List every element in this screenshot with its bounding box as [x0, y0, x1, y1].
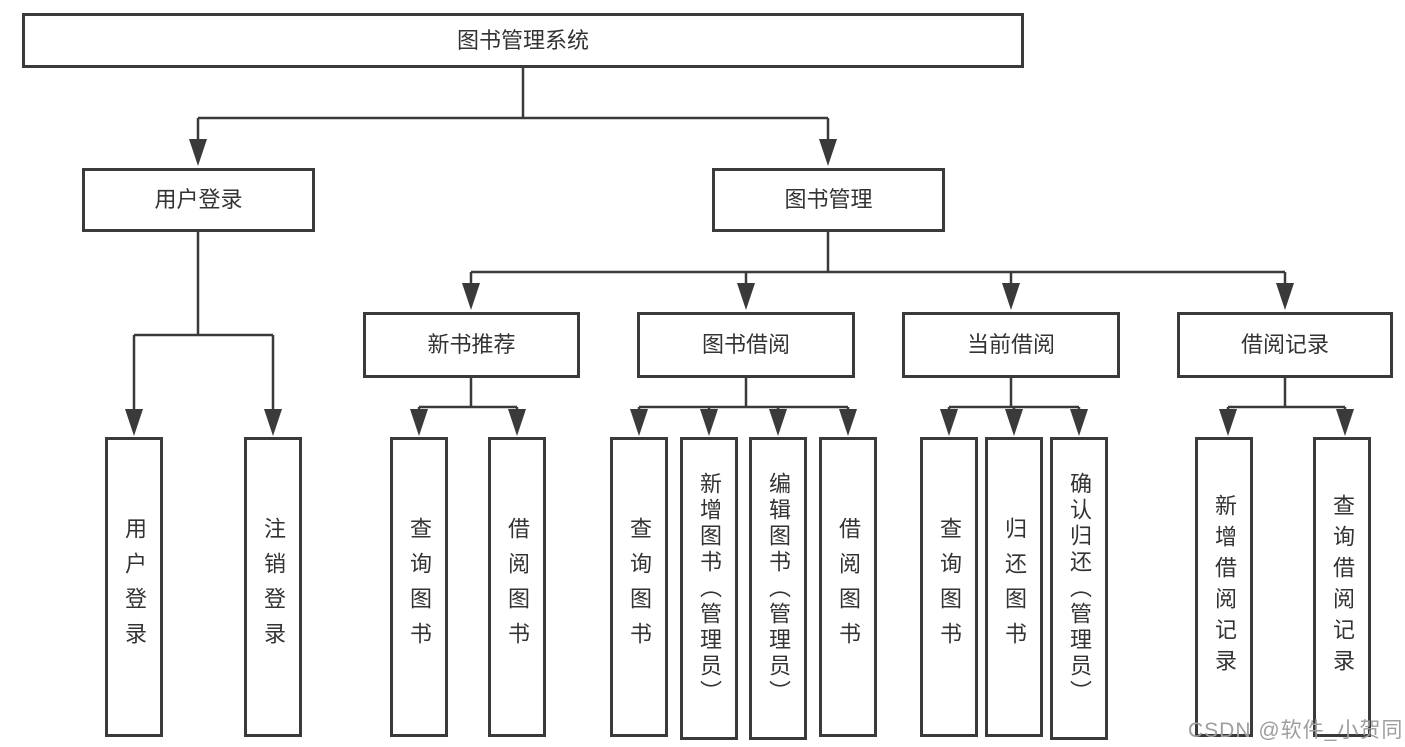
arrowhead-icon: [1002, 283, 1020, 310]
arrowhead-icon: [462, 283, 480, 310]
node-label: 查询借阅记录: [1330, 494, 1355, 680]
arrowhead-icon: [1219, 409, 1237, 436]
node-label: 查询图书: [937, 517, 962, 657]
connector-line: [469, 232, 1287, 288]
connector-line: [417, 378, 519, 414]
arrowhead-icon: [1005, 409, 1023, 436]
node-label: 新增图书（管理员）: [697, 471, 722, 706]
node-label: 查询图书: [627, 517, 652, 657]
arrowhead-icon: [940, 409, 958, 436]
connector-line: [947, 378, 1081, 414]
connector-line: [637, 378, 850, 414]
leaf-records-query-record: 查询借阅记录: [1313, 437, 1371, 737]
node-label: 借阅图书: [505, 517, 530, 657]
arrowhead-icon: [508, 409, 526, 436]
node-borrowing-records: 借阅记录: [1177, 312, 1393, 378]
node-label: 用户登录: [154, 187, 243, 212]
leaf-current-return-books: 归还图书: [985, 437, 1043, 737]
node-label: 新增借阅记录: [1212, 494, 1237, 680]
leaf-borrowing-add-books-admin: 新增图书（管理员）: [680, 437, 738, 740]
leaf-newbook-query-books: 查询图书: [390, 437, 448, 737]
leaf-borrowing-borrow-books: 借阅图书: [819, 437, 877, 737]
node-label: 确认归还（管理员）: [1067, 471, 1092, 706]
node-label: 编辑图书（管理员）: [766, 471, 791, 706]
leaf-borrowing-query-books: 查询图书: [610, 437, 668, 737]
leaf-newbook-borrow-books: 借阅图书: [488, 437, 546, 737]
node-label: 归还图书: [1002, 517, 1027, 657]
node-label: 图书管理: [784, 187, 873, 212]
arrowhead-icon: [264, 409, 282, 436]
node-current-borrowing: 当前借阅: [902, 312, 1120, 378]
connector-line: [196, 68, 830, 142]
leaf-records-add-record: 新增借阅记录: [1195, 437, 1253, 737]
connector-line: [132, 232, 275, 414]
node-label: 注销登录: [261, 517, 286, 657]
arrowhead-icon: [1276, 283, 1294, 310]
connector-line: [1226, 378, 1347, 414]
node-book-management: 图书管理: [712, 168, 945, 232]
leaf-user-login: 用户登录: [105, 437, 163, 737]
arrowhead-icon: [700, 409, 718, 436]
arrowhead-icon: [410, 409, 428, 436]
arrowhead-icon: [1336, 409, 1354, 436]
node-book-borrowing: 图书借阅: [637, 312, 855, 378]
leaf-current-query-books: 查询图书: [920, 437, 978, 737]
node-label: 图书借阅: [701, 332, 790, 357]
node-label: 当前借阅: [966, 332, 1055, 357]
arrowhead-icon: [125, 409, 143, 436]
node-label: 新书推荐: [427, 332, 516, 357]
node-label: 借阅记录: [1240, 332, 1329, 357]
node-label: 图书管理系统: [456, 27, 589, 53]
node-root: 图书管理系统: [22, 13, 1024, 68]
arrowhead-icon: [630, 409, 648, 436]
node-label: 借阅图书: [836, 517, 861, 657]
arrowhead-icon: [819, 139, 837, 166]
node-label: 查询图书: [407, 517, 432, 657]
arrowhead-icon: [1070, 409, 1088, 436]
leaf-borrowing-edit-books-admin: 编辑图书（管理员）: [749, 437, 807, 740]
arrowhead-icon: [189, 139, 207, 166]
node-new-book-recommend: 新书推荐: [363, 312, 580, 378]
leaf-logout: 注销登录: [244, 437, 302, 737]
node-label: 用户登录: [122, 517, 147, 657]
arrowhead-icon: [839, 409, 857, 436]
leaf-current-confirm-return-admin: 确认归还（管理员）: [1050, 437, 1108, 740]
arrowhead-icon: [737, 283, 755, 310]
node-user-login: 用户登录: [82, 168, 315, 232]
arrowhead-icon: [769, 409, 787, 436]
watermark: CSDN @软件_小贺同学: [1188, 719, 1404, 742]
